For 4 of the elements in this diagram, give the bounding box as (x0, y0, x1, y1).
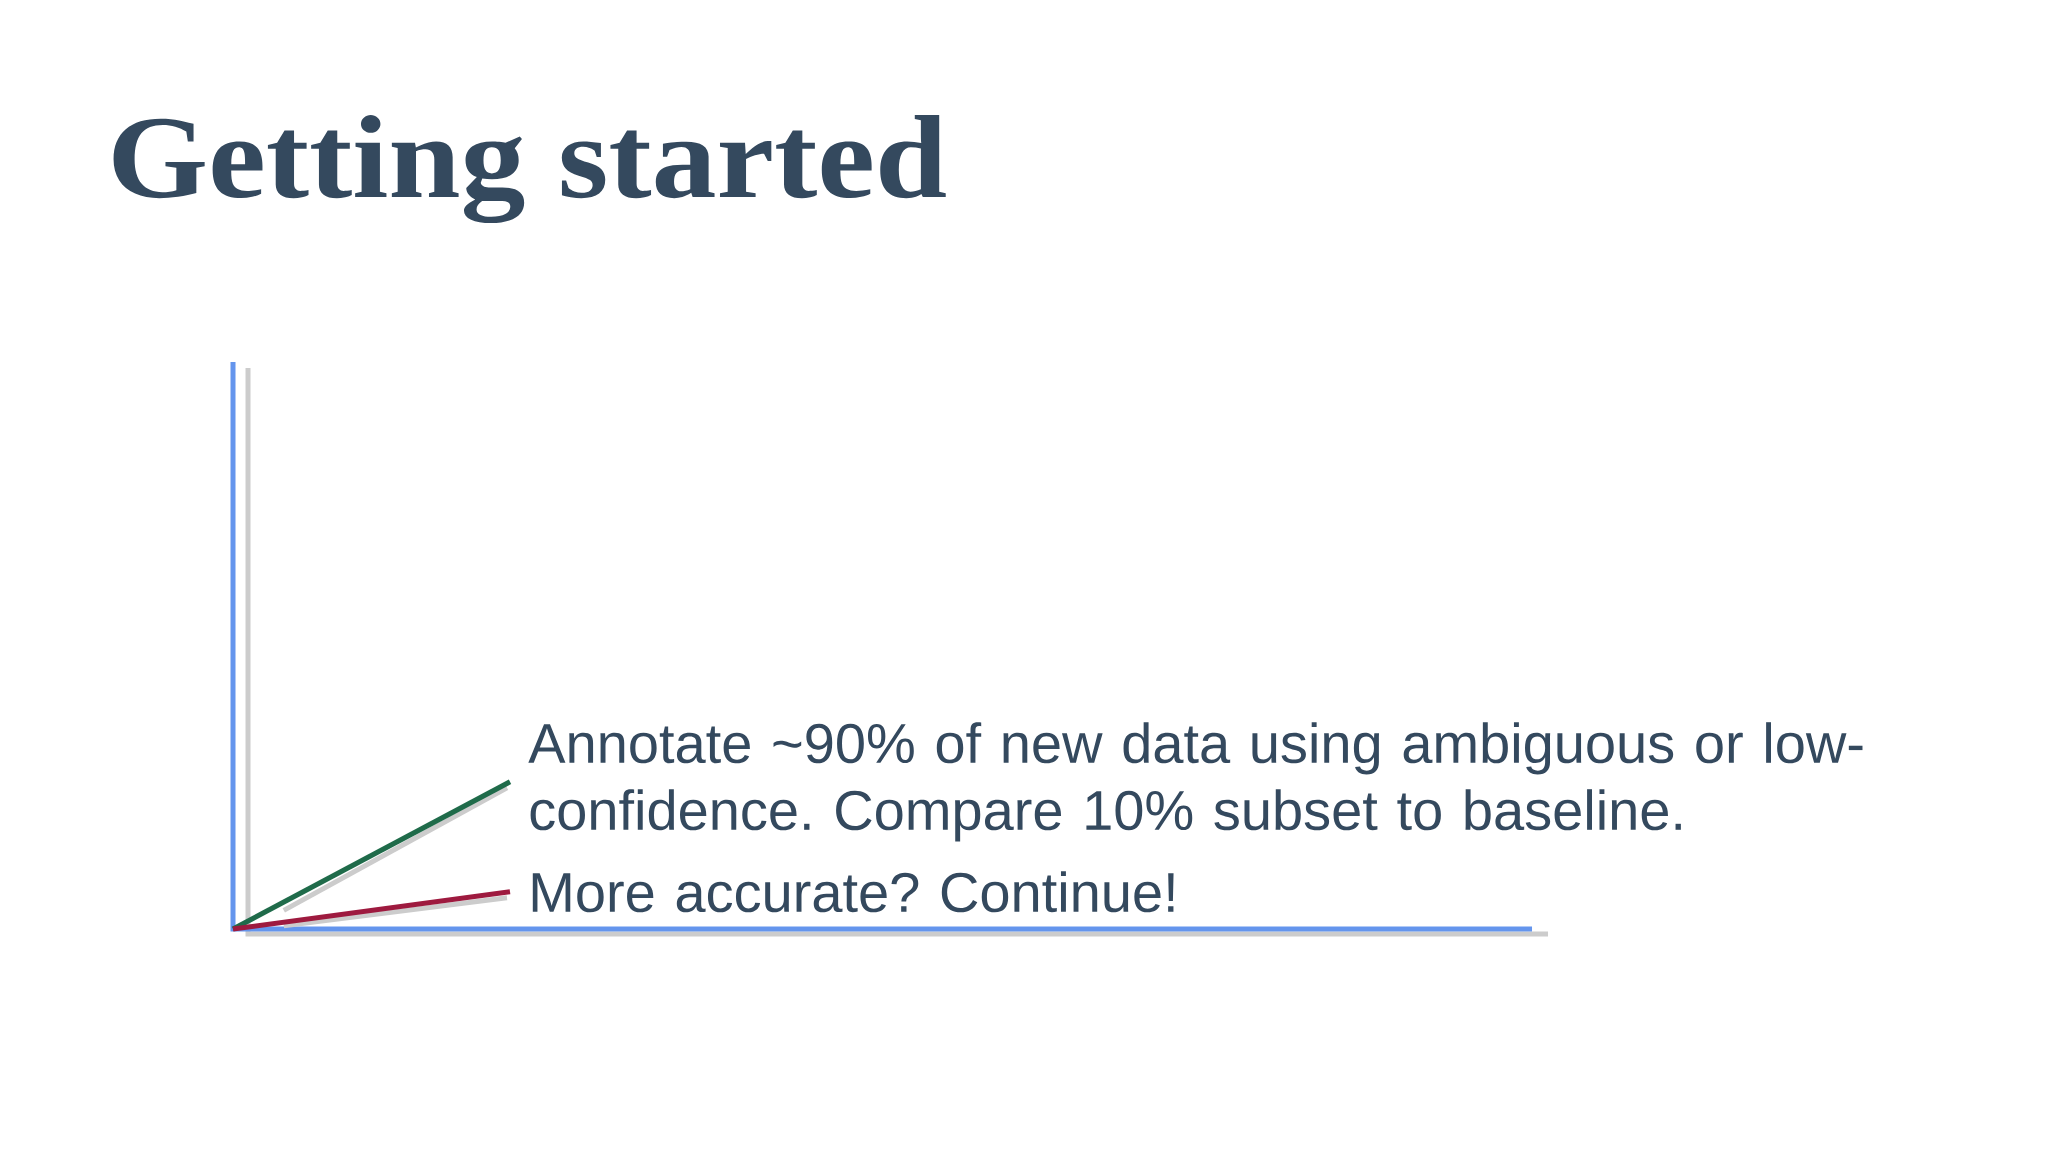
step-text: More accurate? Continue! (532, 871, 1174, 913)
slide-title: Getting started (113, 115, 946, 224)
trend-line (232, 889, 511, 932)
step-text: Annotate ~90% of new data using ambiguous or low-confidence. Compare 10% subset to baseline. (528, 722, 1863, 842)
